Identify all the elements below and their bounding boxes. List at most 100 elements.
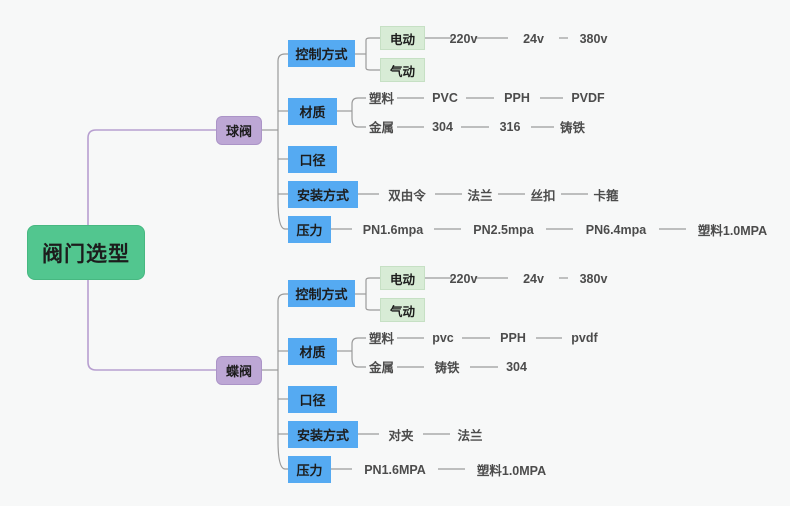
leaf-node[interactable]: 380v — [568, 30, 619, 47]
branch-node-ball-valve[interactable]: 球阀 — [216, 116, 262, 145]
leaf-label: pvdf — [571, 330, 598, 345]
leaf-node[interactable]: 铸铁 — [554, 118, 591, 135]
leaf-label: 塑料1.0MPA — [697, 224, 768, 238]
branch-label: 球阀 — [225, 124, 252, 139]
leaf-node[interactable]: 对夹 — [379, 426, 423, 443]
subtopic-label: 气动 — [389, 64, 415, 79]
leaf-label: PN6.4mpa — [585, 222, 647, 237]
leaf-node[interactable]: 双由令 — [379, 186, 435, 203]
subtopic-node-electric-butterfly[interactable]: 电动 — [380, 266, 425, 290]
topic-label: 口径 — [299, 153, 326, 168]
leaf-label: 丝扣 — [530, 189, 556, 203]
leaf-node[interactable]: 304 — [424, 118, 461, 135]
subtopic-label: 气动 — [389, 304, 415, 319]
subtopic-node-electric-ball[interactable]: 电动 — [380, 26, 425, 50]
branch-node-butterfly-valve[interactable]: 蝶阀 — [216, 356, 262, 385]
subtopic-node-plastic-butterfly[interactable]: 塑料 — [366, 329, 397, 346]
subtopic-node-pneumatic-butterfly[interactable]: 气动 — [380, 298, 425, 322]
topic-node-diameter-ball[interactable]: 口径 — [288, 146, 337, 173]
leaf-label: 316 — [499, 119, 521, 134]
leaf-node[interactable]: 法兰 — [450, 426, 490, 443]
leaf-label: PPH — [504, 90, 530, 105]
topic-node-control-method-butterfly[interactable]: 控制方式 — [288, 280, 355, 307]
topic-label: 压力 — [296, 223, 323, 238]
leaf-node[interactable]: 316 — [489, 118, 531, 135]
leaf-label: PN1.6MPA — [364, 462, 426, 477]
subtopic-node-metal-butterfly[interactable]: 金属 — [366, 358, 397, 375]
leaf-node[interactable]: 塑料1.0MPA — [686, 221, 779, 238]
leaf-label: 24v — [523, 271, 544, 286]
leaf-label: PPH — [500, 330, 526, 345]
leaf-label: 铸铁 — [559, 121, 585, 135]
leaf-label: 法兰 — [467, 189, 493, 203]
leaf-label: 304 — [432, 119, 453, 134]
leaf-node[interactable]: PN6.4mpa — [573, 221, 659, 238]
leaf-node[interactable]: 304 — [498, 358, 535, 375]
topic-node-pressure-ball[interactable]: 压力 — [288, 216, 331, 243]
leaf-label: 法兰 — [457, 429, 483, 443]
subtopic-label: 金属 — [368, 121, 394, 135]
leaf-label: 卡箍 — [593, 189, 619, 203]
topic-label: 口径 — [299, 393, 326, 408]
leaf-node[interactable]: PPH — [490, 329, 536, 346]
leaf-label: PN1.6mpa — [362, 222, 424, 237]
subtopic-label: 塑料 — [368, 92, 394, 106]
leaf-node[interactable]: PVC — [424, 89, 466, 106]
leaf-label: PVDF — [571, 90, 605, 105]
leaf-node[interactable]: 220v — [450, 270, 478, 287]
leaf-node[interactable]: PPH — [494, 89, 540, 106]
topic-label: 安装方式 — [296, 428, 349, 443]
root-label: 阀门选型 — [42, 242, 130, 266]
topic-label: 材质 — [299, 345, 326, 360]
leaf-node[interactable]: PN2.5mpa — [461, 221, 546, 238]
leaf-node[interactable]: pvc — [424, 329, 462, 346]
branch-label: 蝶阀 — [225, 364, 252, 379]
leaf-node[interactable]: 24v — [508, 30, 559, 47]
topic-node-install-butterfly[interactable]: 安装方式 — [288, 421, 358, 448]
topic-label: 控制方式 — [295, 47, 348, 62]
leaf-label: 铸铁 — [434, 361, 460, 375]
leaf-node[interactable]: 24v — [508, 270, 559, 287]
leaf-label: 对夹 — [388, 429, 414, 443]
leaf-node[interactable]: PVDF — [563, 89, 613, 106]
leaf-node[interactable]: 铸铁 — [424, 358, 470, 375]
subtopic-node-pneumatic-ball[interactable]: 气动 — [380, 58, 425, 82]
leaf-node[interactable]: 法兰 — [462, 186, 498, 203]
leaf-label: 220v — [449, 31, 478, 46]
leaf-node[interactable]: pvdf — [562, 329, 607, 346]
subtopic-label: 金属 — [368, 361, 394, 375]
leaf-label: PVC — [432, 90, 458, 105]
leaf-node[interactable]: 丝扣 — [525, 186, 561, 203]
leaf-label: PN2.5mpa — [473, 222, 534, 237]
topic-label: 安装方式 — [296, 188, 349, 203]
topic-node-install-ball[interactable]: 安装方式 — [288, 181, 358, 208]
leaf-label: pvc — [432, 330, 454, 345]
leaf-label: 24v — [523, 31, 544, 46]
subtopic-node-metal-ball[interactable]: 金属 — [366, 118, 397, 135]
topic-label: 压力 — [296, 463, 323, 478]
leaf-label: 380v — [579, 31, 608, 46]
leaf-label: 304 — [506, 359, 527, 374]
topic-node-material-ball[interactable]: 材质 — [288, 98, 337, 125]
leaf-node[interactable]: PN1.6MPA — [352, 461, 438, 478]
leaf-node[interactable]: 塑料1.0MPA — [465, 461, 558, 478]
leaf-node[interactable]: PN1.6mpa — [352, 221, 434, 238]
leaf-node[interactable]: 380v — [568, 270, 619, 287]
subtopic-label: 电动 — [389, 272, 415, 287]
leaf-label: 双由令 — [388, 189, 426, 203]
topic-label: 控制方式 — [295, 287, 348, 302]
topic-node-material-butterfly[interactable]: 材质 — [288, 338, 337, 365]
leaf-node[interactable]: 卡箍 — [588, 186, 624, 203]
leaf-label: 380v — [579, 271, 608, 286]
topic-node-control-method-ball[interactable]: 控制方式 — [288, 40, 355, 67]
subtopic-node-plastic-ball[interactable]: 塑料 — [366, 89, 397, 106]
leaf-label: 塑料1.0MPA — [476, 464, 547, 478]
topic-node-diameter-butterfly[interactable]: 口径 — [288, 386, 337, 413]
subtopic-label: 电动 — [389, 32, 415, 47]
leaf-node[interactable]: 220v — [449, 30, 478, 47]
topic-node-pressure-butterfly[interactable]: 压力 — [288, 456, 331, 483]
subtopic-label: 塑料 — [368, 332, 394, 346]
root-node[interactable]: 阀门选型 — [27, 225, 145, 280]
